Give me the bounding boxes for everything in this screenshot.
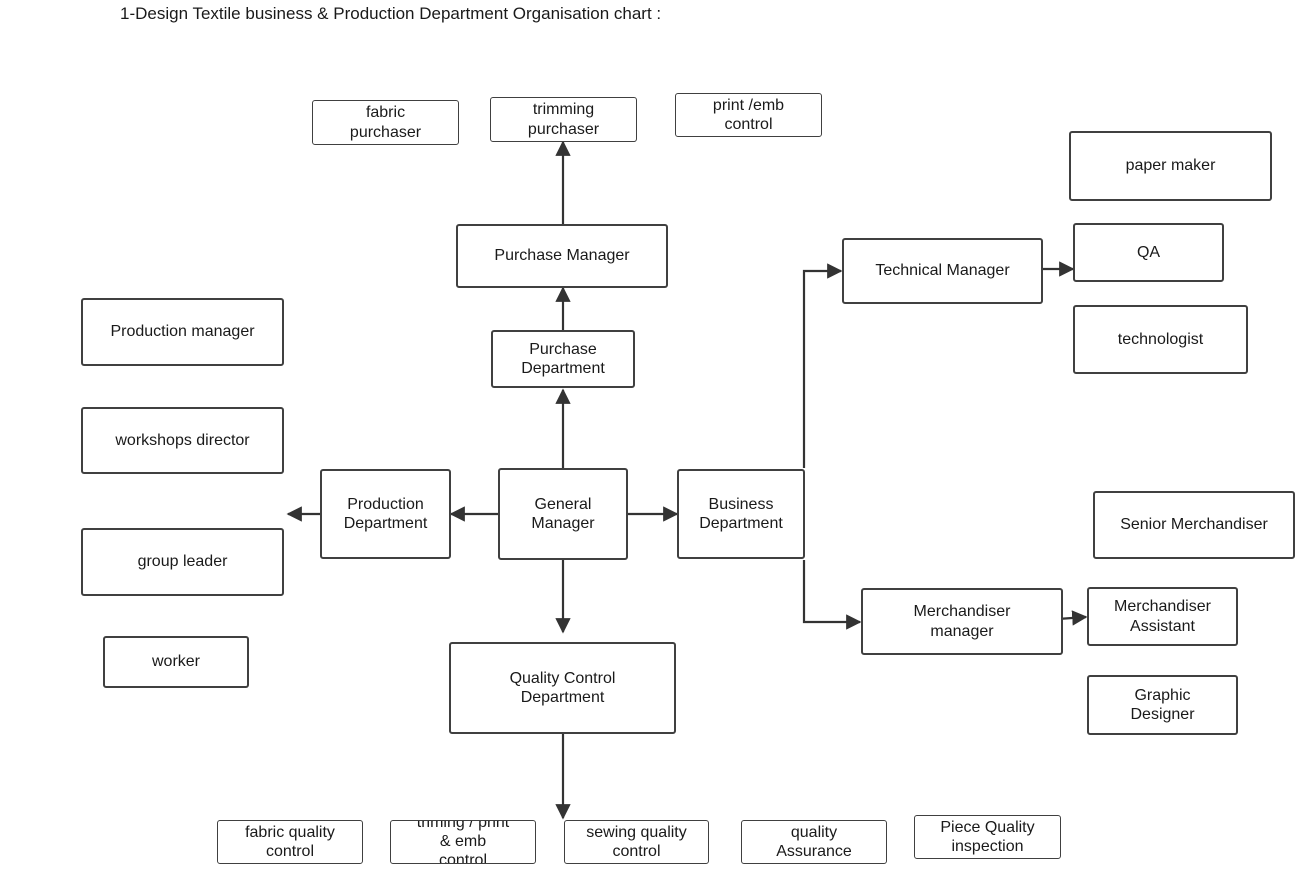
sewing-quality-control-label: sewing quality control bbox=[586, 823, 687, 860]
fabric-purchaser-box: fabric purchaser bbox=[312, 100, 459, 145]
fabric-quality-control-box: fabric quality control bbox=[217, 820, 363, 864]
production-manager-label: Production manager bbox=[110, 323, 255, 341]
purchase-department-label: Purchase Department bbox=[521, 340, 605, 377]
edge-business-merchandiser bbox=[802, 560, 862, 630]
technologist-box: technologist bbox=[1073, 305, 1248, 374]
print-emb-control-label: print /emb control bbox=[712, 96, 785, 133]
business-department-label: Business Department bbox=[699, 495, 783, 532]
purchase-manager-label: Purchase Manager bbox=[494, 247, 630, 265]
merchandiser-manager-box: Merchandiser manager bbox=[861, 588, 1063, 655]
group-leader-box: group leader bbox=[81, 528, 284, 596]
senior-merchandiser-label: Senior Merchandiser bbox=[1120, 516, 1268, 534]
senior-merchandiser-box: Senior Merchandiser bbox=[1093, 491, 1295, 559]
technical-manager-label: Technical Manager bbox=[875, 262, 1010, 280]
qa-label: QA bbox=[1136, 243, 1161, 261]
trimming-purchaser-box: trimming purchaser bbox=[490, 97, 637, 142]
fabric-purchaser-label: fabric purchaser bbox=[349, 104, 422, 141]
merchandiser-assistant-box: Merchandiser Assistant bbox=[1087, 587, 1238, 646]
quality-assurance-box: quality Assurance bbox=[741, 820, 887, 864]
workshops-director-label: workshops director bbox=[115, 431, 250, 449]
quality-assurance-label: quality Assurance bbox=[776, 823, 852, 860]
print-emb-control-box: print /emb control bbox=[675, 93, 822, 137]
graphic-designer-label: Graphic Designer bbox=[1130, 686, 1195, 723]
production-department-label: Production Department bbox=[343, 495, 428, 532]
group-leader-label: group leader bbox=[137, 553, 228, 571]
general-manager-box: General Manager bbox=[498, 468, 628, 560]
purchase-manager-box: Purchase Manager bbox=[456, 224, 668, 288]
worker-label: worker bbox=[151, 653, 200, 671]
sewing-quality-control-box: sewing quality control bbox=[564, 820, 709, 864]
page-title: 1-Design Textile business & Production D… bbox=[120, 4, 662, 23]
merchandiser-manager-label: Merchandiser manager bbox=[913, 603, 1011, 640]
quality-control-department-box: Quality Control Department bbox=[449, 642, 676, 734]
qa-box: QA bbox=[1073, 223, 1224, 282]
triming-print-emb-control-label: triming / print & emb control bbox=[416, 820, 510, 864]
trimming-purchaser-label: trimming purchaser bbox=[527, 101, 600, 138]
quality-control-department-label: Quality Control Department bbox=[509, 669, 616, 706]
general-manager-label: General Manager bbox=[531, 495, 595, 532]
technical-manager-box: Technical Manager bbox=[842, 238, 1043, 304]
graphic-designer-box: Graphic Designer bbox=[1087, 675, 1238, 735]
edge-business-technical bbox=[802, 263, 843, 468]
worker-box: worker bbox=[103, 636, 249, 688]
business-department-box: Business Department bbox=[677, 469, 805, 559]
technologist-label: technologist bbox=[1117, 330, 1204, 348]
production-department-box: Production Department bbox=[320, 469, 451, 559]
paper-maker-label: paper maker bbox=[1125, 157, 1216, 175]
piece-quality-inspection-box: Piece Quality inspection bbox=[914, 815, 1061, 859]
purchase-department-box: Purchase Department bbox=[491, 330, 635, 388]
workshops-director-box: workshops director bbox=[81, 407, 284, 474]
paper-maker-box: paper maker bbox=[1069, 131, 1272, 201]
production-manager-box: Production manager bbox=[81, 298, 284, 366]
triming-print-emb-control-box: triming / print & emb control bbox=[390, 820, 536, 864]
merchandiser-assistant-label: Merchandiser Assistant bbox=[1114, 598, 1211, 635]
fabric-quality-control-label: fabric quality control bbox=[245, 823, 335, 860]
piece-quality-inspection-label: Piece Quality inspection bbox=[940, 818, 1035, 855]
